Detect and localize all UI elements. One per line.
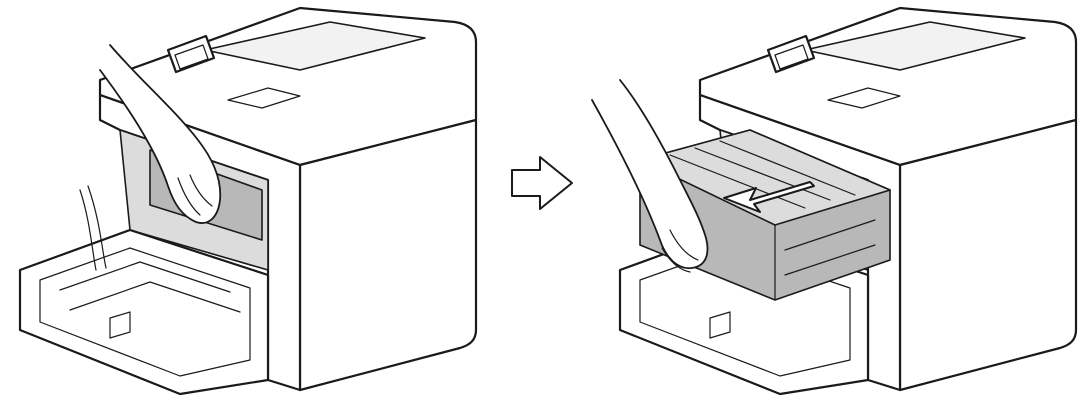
left-pull-arrow-icon [723, 181, 815, 213]
right-arrow-outline-icon [511, 156, 573, 210]
hand [99, 44, 222, 224]
printer-after [591, 6, 1078, 396]
printer-before [18, 6, 478, 396]
hand [591, 79, 709, 270]
